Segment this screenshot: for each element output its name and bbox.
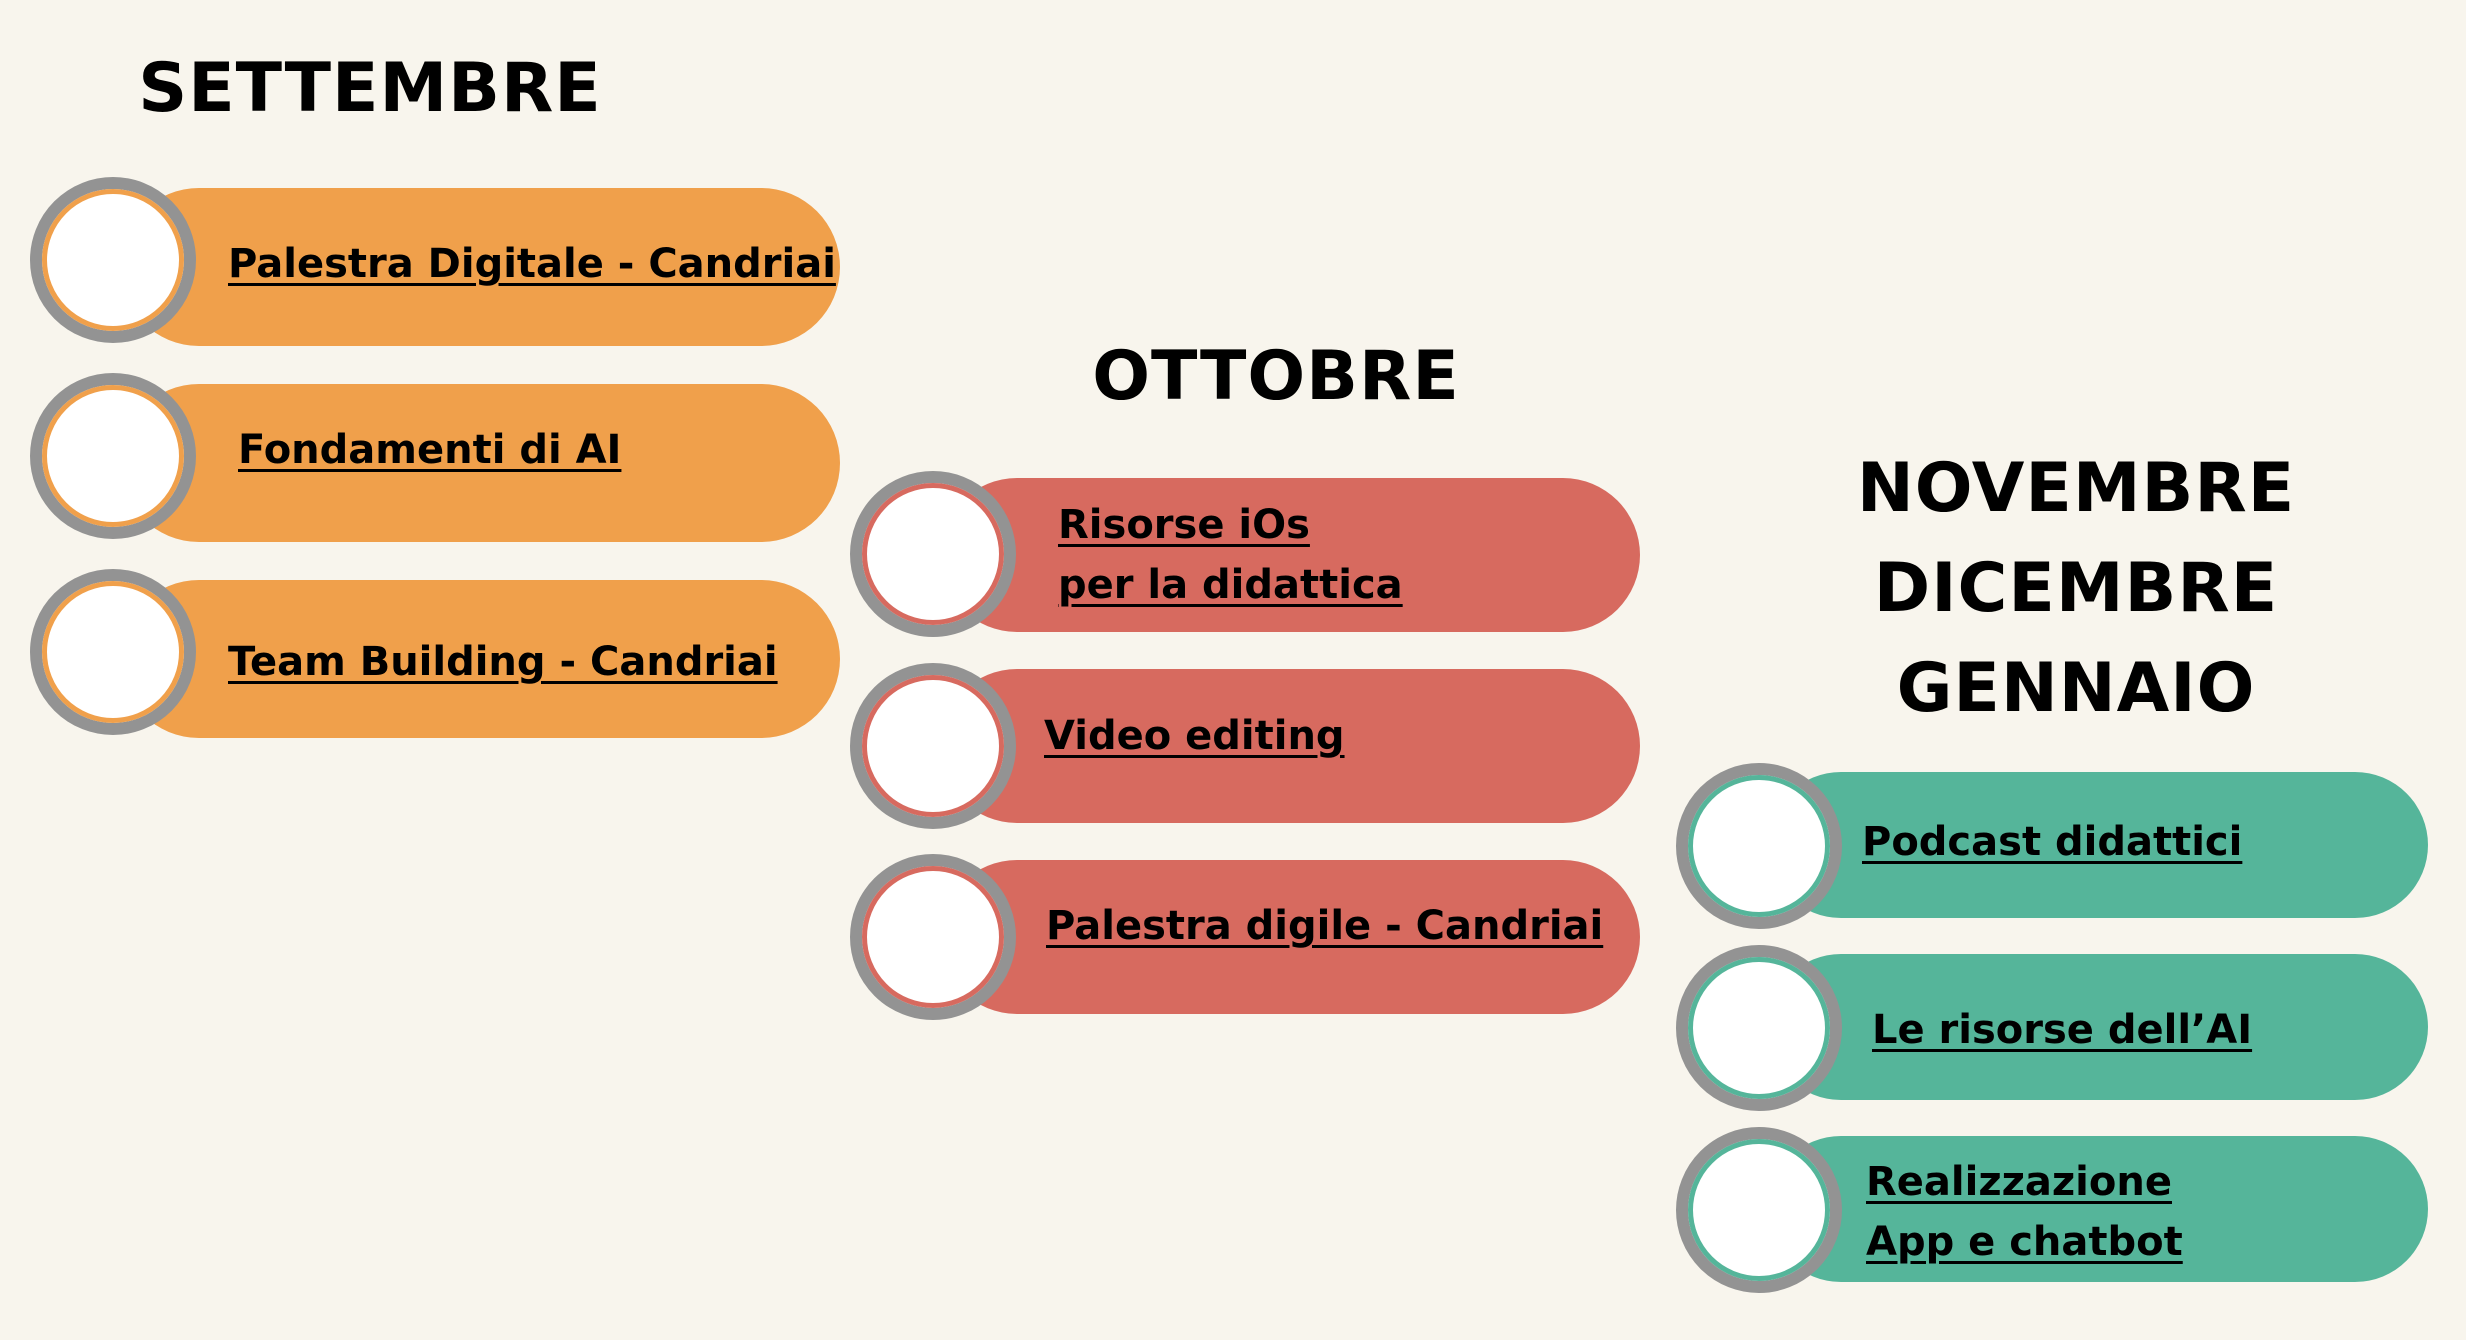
circle-icon (30, 177, 196, 343)
circle-icon (30, 373, 196, 539)
circle-icon (1676, 945, 1842, 1111)
link-app-chatbot-line1[interactable]: Realizzazione (1866, 1159, 2172, 1205)
heading-novembre: NOVEMBRE (1856, 449, 2296, 528)
link-risorse-ai[interactable]: Le risorse dell’AI (1872, 1007, 2253, 1053)
pill-video-editing[interactable] (940, 669, 1640, 823)
link-video-editing[interactable]: Video editing (1044, 713, 1345, 759)
pill-palestra-digitale[interactable] (120, 188, 840, 346)
link-palestra-digitale[interactable]: Palestra Digitale - Candriai (228, 241, 836, 287)
heading-gennaio: GENNAIO (1896, 649, 2256, 728)
pill-risorse-ai[interactable] (1768, 954, 2428, 1100)
link-team-building[interactable]: Team Building - Candriai (228, 639, 778, 685)
pill-palestra-digile[interactable] (940, 860, 1640, 1014)
circle-icon (1676, 1127, 1842, 1293)
circle-icon (850, 471, 1016, 637)
link-app-chatbot-line2[interactable]: App e chatbot (1866, 1219, 2183, 1265)
pill-risorse-ios[interactable] (940, 478, 1640, 632)
heading-settembre: SETTEMBRE (138, 49, 602, 128)
circle-icon (850, 854, 1016, 1020)
pill-podcast-didattici[interactable] (1768, 772, 2428, 918)
pill-fondamenti-ai[interactable] (120, 384, 840, 542)
link-risorse-ios-line1[interactable]: Risorse iOs (1058, 502, 1310, 548)
link-palestra-digile[interactable]: Palestra digile - Candriai (1046, 903, 1604, 949)
heading-ottobre: OTTOBRE (1092, 337, 1460, 416)
link-podcast-didattici[interactable]: Podcast didattici (1862, 819, 2243, 865)
circle-icon (30, 569, 196, 735)
link-fondamenti-ai[interactable]: Fondamenti di AI (238, 427, 622, 473)
heading-dicembre: DICEMBRE (1873, 549, 2279, 628)
pill-team-building[interactable] (120, 580, 840, 738)
link-risorse-ios-line2[interactable]: per la didattica (1058, 562, 1403, 608)
pill-app-chatbot[interactable] (1768, 1136, 2428, 1282)
circle-icon (850, 663, 1016, 829)
circle-icon (1676, 763, 1842, 929)
